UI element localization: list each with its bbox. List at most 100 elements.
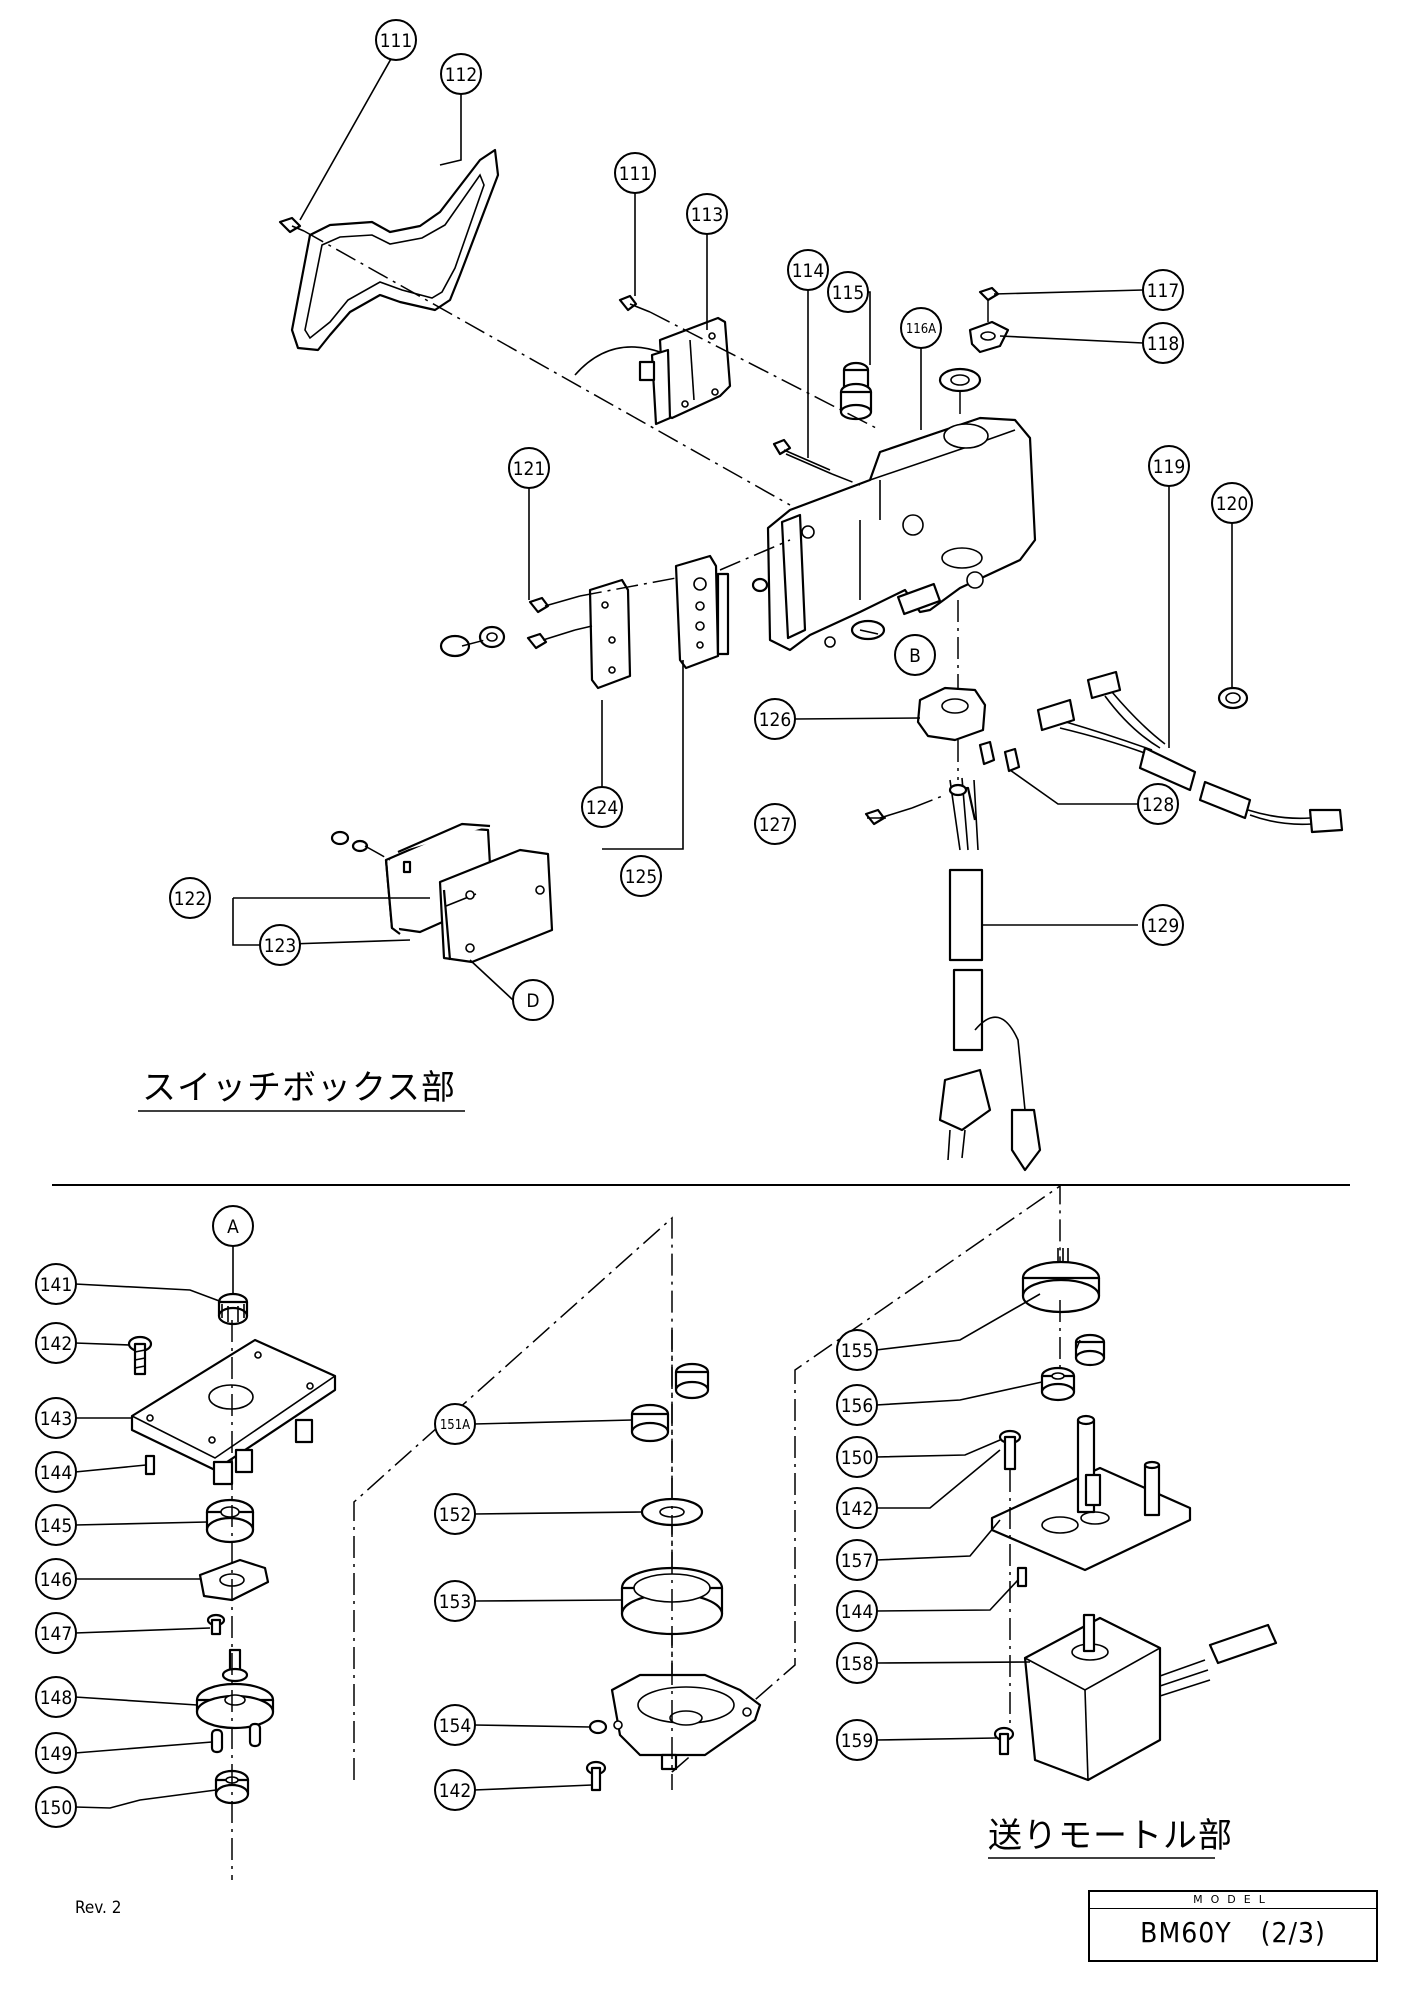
svg-text:120: 120 <box>1216 493 1249 515</box>
svg-text:117: 117 <box>1147 280 1180 302</box>
switch-box-housing-116a <box>766 416 1037 652</box>
clamp-120 <box>1217 686 1249 710</box>
bearing-150b <box>1040 1366 1076 1402</box>
svg-text:113: 113 <box>691 204 724 226</box>
callout-124: 124 <box>581 786 623 828</box>
gear-151a <box>630 1362 710 1443</box>
callout-154: 154 <box>434 1704 476 1746</box>
callout-145: 145 <box>35 1504 77 1546</box>
svg-text:128: 128 <box>1142 794 1175 816</box>
model-box: MODEL BM60Y (2/3) <box>1088 1890 1378 1962</box>
bearing-145 <box>205 1498 255 1544</box>
callout-111a: 111 <box>375 19 417 61</box>
svg-text:118: 118 <box>1147 333 1180 355</box>
model-box-header: MODEL <box>1090 1892 1376 1909</box>
svg-text:150: 150 <box>40 1797 73 1819</box>
gasket-112 <box>290 148 500 352</box>
gear-156 <box>1074 1333 1106 1367</box>
callout-142c: 142 <box>836 1487 878 1529</box>
screw-142a <box>127 1335 153 1376</box>
callout-141: 141 <box>35 1263 77 1305</box>
svg-text:145: 145 <box>40 1515 73 1537</box>
holder-126 <box>916 686 987 742</box>
svg-text:114: 114 <box>792 260 825 282</box>
pins-149 <box>210 1722 262 1754</box>
svg-text:111: 111 <box>380 30 413 52</box>
plate-143 <box>130 1338 337 1486</box>
callout-148: 148 <box>35 1676 77 1718</box>
svg-text:144: 144 <box>841 1601 874 1623</box>
callout-142b: 142 <box>434 1769 476 1811</box>
callout-155: 155 <box>836 1329 878 1371</box>
callout-144b: 144 <box>836 1590 878 1632</box>
ref-b: B <box>894 634 936 676</box>
svg-text:125: 125 <box>625 866 658 888</box>
callout-116a: 116A <box>900 307 942 349</box>
revision-label: Rev. 2 <box>75 1898 122 1918</box>
svg-text:115: 115 <box>832 282 865 304</box>
callout-157: 157 <box>836 1539 878 1581</box>
svg-text:155: 155 <box>841 1340 874 1362</box>
svg-text:122: 122 <box>174 888 207 910</box>
screw-114 <box>772 438 833 475</box>
svg-text:147: 147 <box>40 1623 73 1645</box>
model-box-value: BM60Y (2/3) <box>1140 1916 1326 1949</box>
housing-154 <box>610 1673 762 1771</box>
svg-text:142: 142 <box>40 1333 73 1355</box>
switch-box-assembly-lines <box>303 230 989 861</box>
svg-text:124: 124 <box>586 797 619 819</box>
callout-114: 114 <box>787 249 829 291</box>
callout-120: 120 <box>1211 482 1253 524</box>
switch-box-section-title: スイッチボックス部 <box>142 1068 456 1108</box>
svg-text:126: 126 <box>759 709 792 731</box>
svg-text:141: 141 <box>40 1274 73 1296</box>
callout-159: 159 <box>836 1719 878 1761</box>
callout-122: 122 <box>169 877 211 919</box>
svg-text:B: B <box>909 645 921 667</box>
callout-150a: 150 <box>35 1786 77 1828</box>
screw-147 <box>206 1613 226 1636</box>
callout-125: 125 <box>620 855 662 897</box>
svg-text:144: 144 <box>40 1462 73 1484</box>
callout-113: 113 <box>686 193 728 235</box>
harness-119 <box>1036 670 1344 834</box>
screw-159 <box>993 1726 1015 1756</box>
plate-124 <box>588 578 632 690</box>
callout-152: 152 <box>434 1493 476 1535</box>
svg-text:159: 159 <box>841 1730 874 1752</box>
gear-141 <box>217 1292 249 1326</box>
svg-text:127: 127 <box>759 814 792 836</box>
svg-text:A: A <box>227 1216 239 1238</box>
svg-text:153: 153 <box>439 1591 472 1613</box>
flange-146 <box>198 1558 270 1602</box>
ref-a: A <box>212 1205 254 1247</box>
callout-146: 146 <box>35 1558 77 1600</box>
callout-143: 143 <box>35 1397 77 1439</box>
nut-154 <box>588 1719 608 1735</box>
screw-111-left <box>278 216 305 234</box>
svg-text:111: 111 <box>619 163 652 185</box>
ref-d: D <box>512 979 554 1021</box>
svg-text:112: 112 <box>445 64 478 86</box>
screw-121 <box>526 595 581 650</box>
callout-112: 112 <box>440 53 482 95</box>
svg-text:121: 121 <box>513 458 546 480</box>
callout-127: 127 <box>754 803 796 845</box>
plate-125 <box>674 554 769 670</box>
svg-text:D: D <box>526 990 539 1012</box>
svg-text:123: 123 <box>264 935 297 957</box>
rotor-148 <box>195 1648 275 1730</box>
screw-111-center <box>618 294 651 313</box>
callout-142a: 142 <box>35 1322 77 1364</box>
terminal-128 <box>978 740 1021 773</box>
gear-155 <box>1021 1248 1101 1314</box>
svg-text:146: 146 <box>40 1569 73 1591</box>
callout-123: 123 <box>259 924 301 966</box>
svg-text:157: 157 <box>841 1550 874 1572</box>
callout-128: 128 <box>1137 783 1179 825</box>
callout-129: 129 <box>1142 904 1184 946</box>
svg-text:152: 152 <box>439 1504 472 1526</box>
svg-text:148: 148 <box>40 1687 73 1709</box>
knob-121 <box>439 625 506 658</box>
callout-147: 147 <box>35 1612 77 1654</box>
